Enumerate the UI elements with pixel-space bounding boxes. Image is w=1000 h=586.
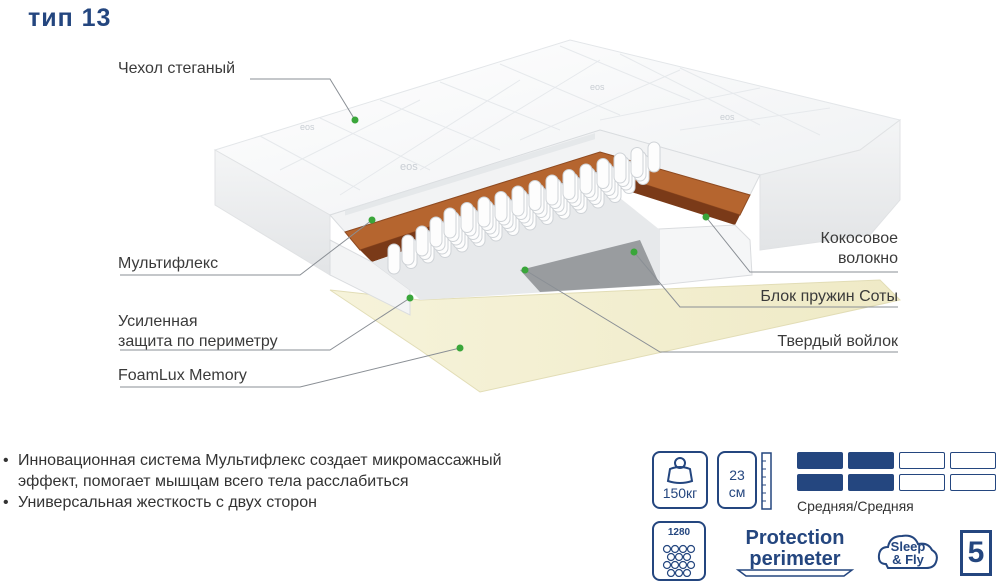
perimeter-block-left: [329, 239, 411, 316]
firmness-cell: [950, 452, 996, 469]
spring-pocket: [477, 196, 491, 228]
spring-pocket: [647, 141, 661, 173]
springs-count-value: 1280: [667, 527, 691, 538]
felt-layer: [520, 240, 660, 292]
height-ruler-icon: [761, 452, 772, 510]
protection-text-2: perimeter: [749, 548, 841, 570]
feature-item: эффект, помогает мышцам всего тела рассл…: [18, 473, 409, 490]
spring-pocket: [511, 185, 525, 217]
label-cover: Чехол стеганый: [118, 60, 236, 77]
spring-pocket: [460, 202, 474, 233]
foam-layer: [329, 279, 901, 393]
label-multiflex: Мультифлекс: [118, 255, 219, 272]
springs-count-badge: 1280: [652, 521, 706, 581]
spring-pocket: [415, 225, 429, 257]
sleep-fly-badge: Sleep & Fly: [876, 528, 940, 574]
feature-item: •Универсальная жесткость с двух сторон: [3, 494, 317, 511]
label-coconut-1: Кокосовое: [820, 230, 899, 247]
height-value: 23: [729, 467, 745, 483]
brand-logo-2: eos: [400, 161, 418, 173]
firmness-cell: [899, 474, 945, 491]
spring-pocket: [613, 152, 627, 184]
label-springs: Блок пружин Соты: [760, 288, 898, 305]
spring-pocket: [429, 216, 443, 248]
page-title: тип 13: [28, 4, 112, 32]
protection-text-1: Protection: [745, 527, 845, 549]
max-weight-badge: 150кг: [652, 451, 708, 509]
brand-logo-1: eos: [300, 122, 315, 132]
firmness-cell: [848, 452, 894, 469]
mattress-illustration: eos eos eos eos: [120, 39, 902, 393]
brand-logo-3: eos: [590, 82, 605, 92]
label-foam: FoamLux Memory: [118, 367, 247, 384]
spring-pocket: [630, 147, 644, 178]
cloud-icon: [877, 534, 938, 569]
spring-pocket: [596, 158, 610, 189]
label-coconut-2: волокно: [837, 250, 898, 267]
kettlebell-icon: [666, 457, 694, 484]
cover-side-right: [759, 119, 901, 251]
feature-item: •Инновационная система Мультифлекс созда…: [3, 452, 502, 469]
firmness-label: Средняя/Средняя: [797, 498, 914, 514]
label-felt: Твердый войлок: [777, 333, 898, 350]
firmness-cell: [797, 474, 843, 491]
protection-perimeter-badge: Protection perimeter: [730, 527, 860, 577]
spring-pocket: [545, 174, 559, 206]
firmness-cell: [899, 452, 945, 469]
height-badge: 23 см: [717, 451, 757, 509]
firmness-scale: [797, 452, 997, 492]
protection-underline-icon: [735, 569, 855, 577]
spring-pocket: [494, 191, 508, 222]
height-unit: см: [728, 484, 746, 500]
warranty-years: 5: [967, 536, 985, 569]
spring-pocket: [562, 169, 576, 200]
spring-pocket: [579, 163, 593, 195]
max-weight-value: 150кг: [662, 485, 698, 501]
sleep-text-1: Sleep: [890, 539, 926, 554]
features-list: •Инновационная система Мультифлекс созда…: [0, 450, 600, 513]
spring-pocket: [528, 180, 542, 211]
spring-pocket: [443, 207, 457, 239]
spring-pocket: [387, 243, 401, 275]
firmness-cell: [797, 452, 843, 469]
spring-pocket: [401, 234, 415, 266]
warranty-badge: 5: [960, 530, 992, 576]
springs-grid-icon: [662, 544, 696, 577]
firmness-cell: [848, 474, 894, 491]
label-perimeter-2: защита по периметру: [118, 333, 278, 350]
brand-logo-4: eos: [720, 112, 735, 122]
sleep-text-2: & Fly: [892, 552, 924, 567]
firmness-cell: [950, 474, 996, 491]
label-perimeter-1: Усиленная: [118, 313, 198, 330]
